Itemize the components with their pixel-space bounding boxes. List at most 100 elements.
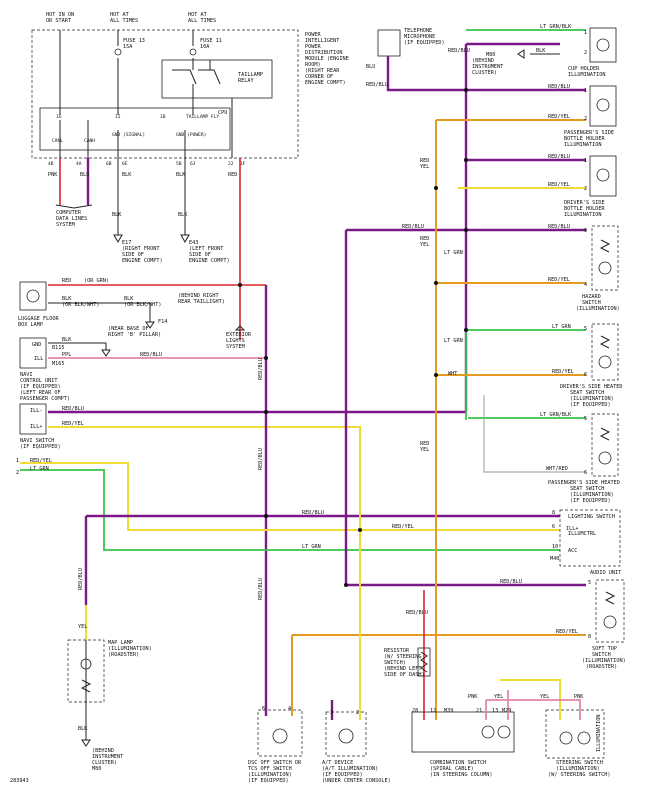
svg-text:9: 9 [584, 228, 587, 234]
label-lt-grn-right: LT GRN [444, 250, 463, 256]
svg-text:REAR TAILLIGHT): REAR TAILLIGHT) [178, 299, 225, 305]
svg-text:10: 10 [552, 544, 558, 550]
main-trunk-wires: RED/YEL LT GRN 1 2 RED/BLU RED/YEL LT GR… [16, 285, 560, 700]
svg-text:RED: RED [420, 441, 429, 447]
label-or-blkwht: (OR BLK/WHT) [62, 302, 99, 308]
label-redblu-navi: RED/BLU [140, 352, 162, 358]
svg-text:(ROADSTER): (ROADSTER) [108, 652, 139, 658]
conn-6j: 6J [190, 161, 196, 167]
dsc-off-switch: 6 4 DSC OFF SWITCH OR TCS OFF SWITCH (IL… [248, 700, 303, 784]
svg-text:6: 6 [552, 524, 555, 530]
svg-text:MICROPHONE: MICROPHONE [404, 34, 435, 40]
label-redblu-top: RED/BLU [448, 48, 470, 54]
label-or-blkwht-2: (OR BLK/WHT) [124, 302, 161, 308]
svg-text:ILLUMINATION: ILLUMINATION [568, 72, 605, 78]
pdm-outline [31, 29, 299, 159]
e43-label: E43 [189, 240, 198, 246]
svg-text:2: 2 [16, 470, 19, 476]
pin-gnd-power: GND (POWER) [176, 132, 206, 138]
m80-behind-label: M80 [486, 52, 495, 58]
svg-text:ENGINE COMPT): ENGINE COMPT) [305, 80, 346, 86]
driver-seat-label: DRIVER'S SIDE HEATED [560, 384, 622, 390]
dsc-switch-label: DSC OFF SWITCH OR [248, 760, 302, 766]
at-device: 3 2 A/T DEVICE (A/T ILLUMINATION) (IF EQ… [322, 470, 391, 784]
label-pnk-steer: PNK [574, 694, 584, 700]
svg-text:21: 21 [476, 708, 482, 714]
svg-text:POWER: POWER [305, 44, 321, 50]
svg-text:2: 2 [356, 710, 359, 716]
pdm-source-2-line2: ALL TIMES [110, 18, 138, 24]
label-redblu-center: RED/BLU [402, 224, 424, 230]
svg-text:28: 28 [412, 708, 418, 714]
label-redyel-navisw: RED/YEL [62, 421, 84, 427]
label-redyel-left: RED/YEL [30, 458, 52, 464]
behind-rear-label: (BEHIND RIGHT [178, 293, 219, 299]
navi-ill: ILL [34, 356, 43, 362]
svg-text:(IF EQUIPPED): (IF EQUIPPED) [20, 384, 61, 390]
label-blk-navi: BLK [62, 337, 72, 343]
telephone-label: TELEPHONE [404, 28, 432, 34]
pin-1g: 1G [56, 114, 62, 120]
svg-text:INSTRUMENT: INSTRUMENT [472, 64, 503, 70]
taillamp-relay-line1: TAILLAMP [238, 72, 263, 78]
navi-control-section: GND ILL BLK PPL RED/BLU B115 M165 (NEAR … [19, 325, 266, 402]
svg-text:RED: RED [420, 236, 429, 242]
label-or-grn: (OR GRN) [84, 278, 109, 284]
m39-label: M39 [444, 708, 453, 714]
svg-text:(RIGHT FRONT: (RIGHT FRONT [122, 246, 159, 252]
svg-text:RED/BLU: RED/BLU [258, 578, 264, 600]
telephone-section: TELEPHONE MICROPHONE (IF EQUIPPED) BLU R… [366, 28, 560, 92]
svg-text:DATA LINES: DATA LINES [56, 216, 87, 222]
svg-text:SIDE OF: SIDE OF [189, 252, 211, 258]
svg-text:2: 2 [584, 50, 587, 56]
navi-gnd: GND [32, 342, 41, 348]
label-blk-e43: BLK [178, 212, 188, 218]
pin-1b: 1B [160, 114, 166, 120]
label-redyel-soft: RED/YEL [556, 629, 578, 635]
label-ltgrnblk-cup: LT GRN/BLK [540, 24, 572, 30]
svg-text:SIDE OF: SIDE OF [122, 252, 144, 258]
conn-4b: 4B [48, 161, 54, 167]
svg-text:PASSENGER COMPT): PASSENGER COMPT) [20, 396, 70, 402]
svg-text:4: 4 [288, 706, 291, 712]
svg-text:CORNER OF: CORNER OF [305, 74, 333, 80]
conn-6e: 6E [122, 161, 128, 167]
passenger-bottle-holder: 1 2 PASSENGER'S SIDE BOTTLE HOLDER ILLUM… [564, 85, 617, 148]
navi-control-unit-label: NAVI [20, 372, 33, 378]
illumination-vertical: ILLUMINATION [596, 715, 602, 752]
conn-22: 22 [228, 161, 234, 167]
right-bus-wires: RED/BLU LT GRN/BLK RED/BLU RED/YEL RED/B… [291, 24, 586, 720]
label-pnk: PNK [48, 172, 58, 178]
svg-text:CLUSTER): CLUSTER) [472, 70, 497, 76]
steering-switch: STEERING SWITCH (ILLUMINATION) (W/ STEER… [545, 709, 610, 778]
label-whtred: WHT/RED [546, 466, 568, 472]
m29-label: M29 [502, 708, 511, 714]
hazard-switch: 9 4 HAZARD SWITCH (ILLUMINATION) [576, 225, 620, 312]
svg-text:SWITCH: SWITCH [582, 300, 601, 306]
svg-text:INTELLIGENT: INTELLIGENT [305, 38, 339, 44]
diagram-code: 283943 [10, 778, 29, 784]
svg-text:12: 12 [430, 708, 436, 714]
navi-sw-ill-neg: ILL- [30, 408, 43, 414]
steering-switch-label: STEERING SWITCH [556, 760, 603, 766]
svg-text:5: 5 [588, 580, 591, 586]
combination-switch: 28 12 M39 21 13 M29 PNK YEL YEL PNK COMB… [411, 679, 584, 778]
svg-text:(ILLUMINATION): (ILLUMINATION) [576, 306, 620, 312]
junction-dots [238, 88, 468, 587]
svg-text:1: 1 [584, 158, 587, 164]
svg-text:1: 1 [584, 88, 587, 94]
svg-text:(A/T ILLUMINATION): (A/T ILLUMINATION) [322, 766, 378, 772]
pdm-source-1-line2: OR START [46, 18, 71, 24]
cup-holder: 1 2 CUP HOLDER ILLUMINATION [568, 27, 617, 78]
svg-text:(RIGHT REAR: (RIGHT REAR [305, 68, 340, 74]
svg-text:ROOM): ROOM) [305, 62, 321, 68]
exterior-lights-label: EXTERIOR [226, 332, 252, 338]
telephone-box [377, 29, 401, 57]
conn-4a: 4A [76, 161, 82, 167]
svg-text:INSTRUMENT: INSTRUMENT [92, 754, 123, 760]
label-redyel-mid: RED/YEL [392, 524, 414, 530]
ill-plus-label: ILL+ [566, 526, 579, 532]
label-pnk-comb: PNK [468, 694, 478, 700]
pin-gnd-signal: GND (SIGNAL) [112, 132, 145, 138]
